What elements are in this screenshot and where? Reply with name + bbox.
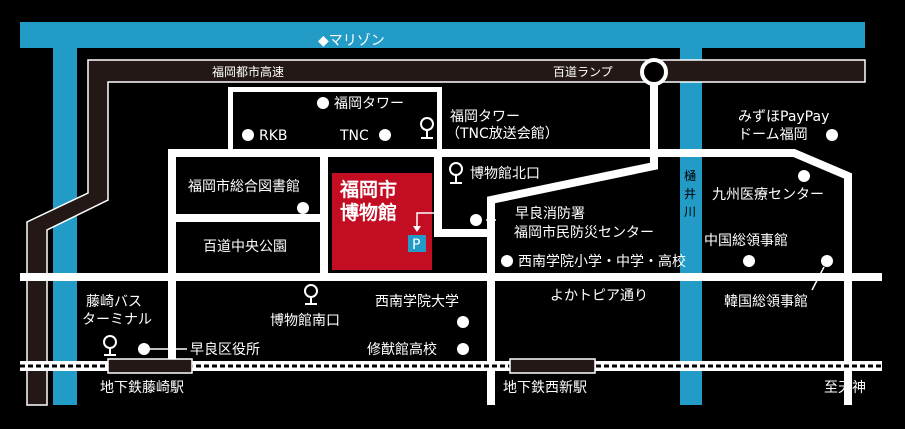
label-museum-south: 博物館南口 xyxy=(270,312,340,329)
hii-river xyxy=(680,48,702,405)
label-fire-2: 福岡市民防災センター xyxy=(514,224,654,241)
label-fire-1: 早良消防署 xyxy=(515,206,585,222)
nishijin-station-marker xyxy=(509,358,596,374)
interchange-icon xyxy=(640,58,668,86)
label-dome-1: みずほPayPay xyxy=(738,109,829,125)
parking-label: P xyxy=(412,237,420,253)
subway-line xyxy=(20,358,882,374)
label-library: 福岡市総合図書館 xyxy=(188,178,300,195)
bus-stop-fujisaki-icon xyxy=(103,335,117,356)
ramp-label: 百道ランプ xyxy=(553,65,613,79)
label-park: 百道中央公園 xyxy=(203,239,287,255)
museum-block[interactable] xyxy=(332,173,432,270)
museum-name-1: 福岡市 xyxy=(339,178,397,201)
label-tnc: TNC xyxy=(339,128,369,144)
left-river xyxy=(53,48,77,405)
parking-icon[interactable] xyxy=(408,235,426,252)
museum-name-2: 博物館 xyxy=(340,201,397,224)
label-tower-stop-2: （TNC放送会館） xyxy=(446,125,559,142)
label-china-consulate: 中国総領事館 xyxy=(704,232,788,249)
label-yokatopia-street: よかトピア通り xyxy=(550,288,648,304)
label-bus-terminal-2: ターミナル xyxy=(82,312,152,328)
river-label-2: 井 xyxy=(684,187,696,201)
label-fukuoka-tower: 福岡タワー xyxy=(334,96,404,112)
label-sawara-ward-office: 早良区役所 xyxy=(190,342,260,358)
label-kyushu-medical: 九州医療センター xyxy=(712,186,824,203)
bus-stop-tower-icon xyxy=(420,117,434,139)
sea-band xyxy=(20,22,865,48)
bus-stop-museum-south-icon xyxy=(304,284,318,305)
roads xyxy=(20,84,882,405)
label-korea-consulate: 韓国総領事館 xyxy=(724,293,808,310)
fujisaki-station-marker xyxy=(107,358,193,374)
label-fujisaki-station: 地下鉄藤崎駅 xyxy=(100,380,184,396)
label-rkb: RKB xyxy=(259,128,288,144)
parking-arrow-icon xyxy=(416,212,434,228)
marizon-label: ◆マリゾン xyxy=(318,33,385,49)
label-seinan-university: 西南学院大学 xyxy=(375,294,459,310)
river-label-1: 樋 xyxy=(684,168,696,183)
urban-expressway xyxy=(26,59,866,406)
label-shuyukan: 修猷館高校 xyxy=(367,341,437,358)
label-museum-north: 博物館北口 xyxy=(470,165,540,182)
label-bus-terminal-1: 藤崎バス xyxy=(86,294,142,310)
bus-stop-museum-north-icon xyxy=(449,162,463,184)
label-seinan-school: 西南学院小学・中学・高校 xyxy=(518,253,686,270)
arrow-head-icon xyxy=(413,226,421,232)
label-nishijin-station: 地下鉄西新駅 xyxy=(503,380,587,396)
label-tower-stop-1: 福岡タワー xyxy=(450,109,520,125)
expressway-label: 福岡都市高速 xyxy=(212,64,284,79)
label-to-tenjin: 至天神 xyxy=(824,380,866,396)
river-label-3: 川 xyxy=(684,205,696,219)
label-dome-2: ドーム福岡 xyxy=(738,127,808,143)
landmark-dots xyxy=(138,97,838,355)
